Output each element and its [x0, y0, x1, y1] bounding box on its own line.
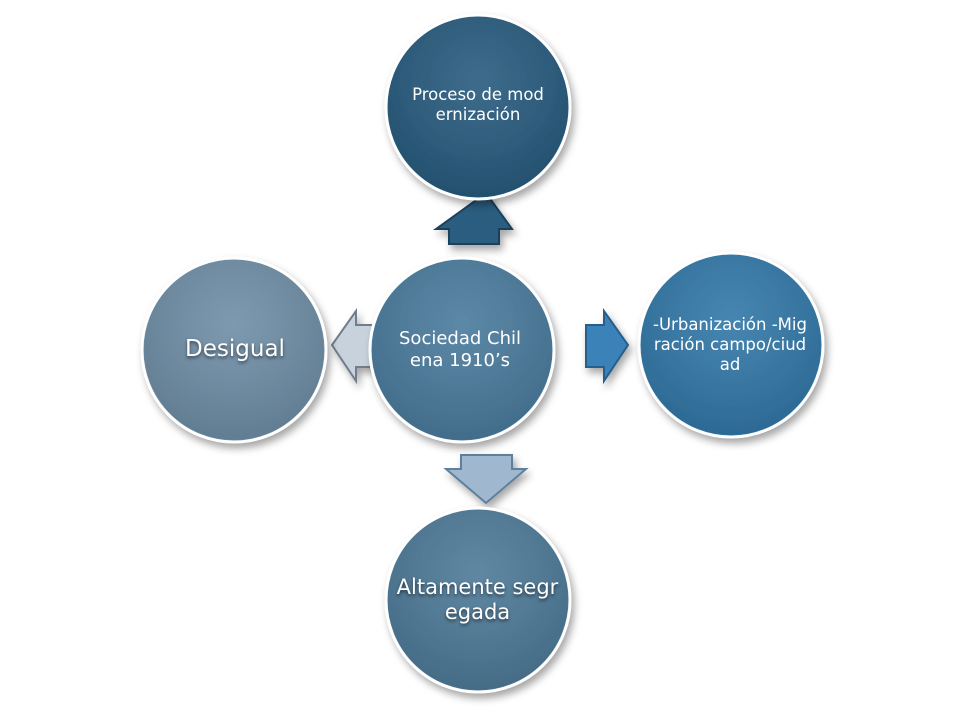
bottom-node-label: Altamente segregada — [396, 574, 559, 624]
node-center — [368, 256, 556, 444]
node-bottom — [384, 506, 572, 694]
node-right — [637, 251, 825, 439]
left-node-label: Desigual — [185, 336, 285, 363]
center-node-label: Sociedad Chilena 1910’s — [399, 328, 521, 371]
right-node-label: -Urbanización -Migración campo/ciudad — [653, 315, 807, 374]
top-node-label: Proceso de modernización — [412, 85, 544, 124]
arrow-up — [432, 191, 514, 245]
arrow-left — [330, 307, 375, 385]
arrow-right — [585, 307, 630, 385]
node-left — [140, 256, 328, 444]
arrow-down — [443, 454, 529, 505]
node-top — [384, 13, 572, 201]
